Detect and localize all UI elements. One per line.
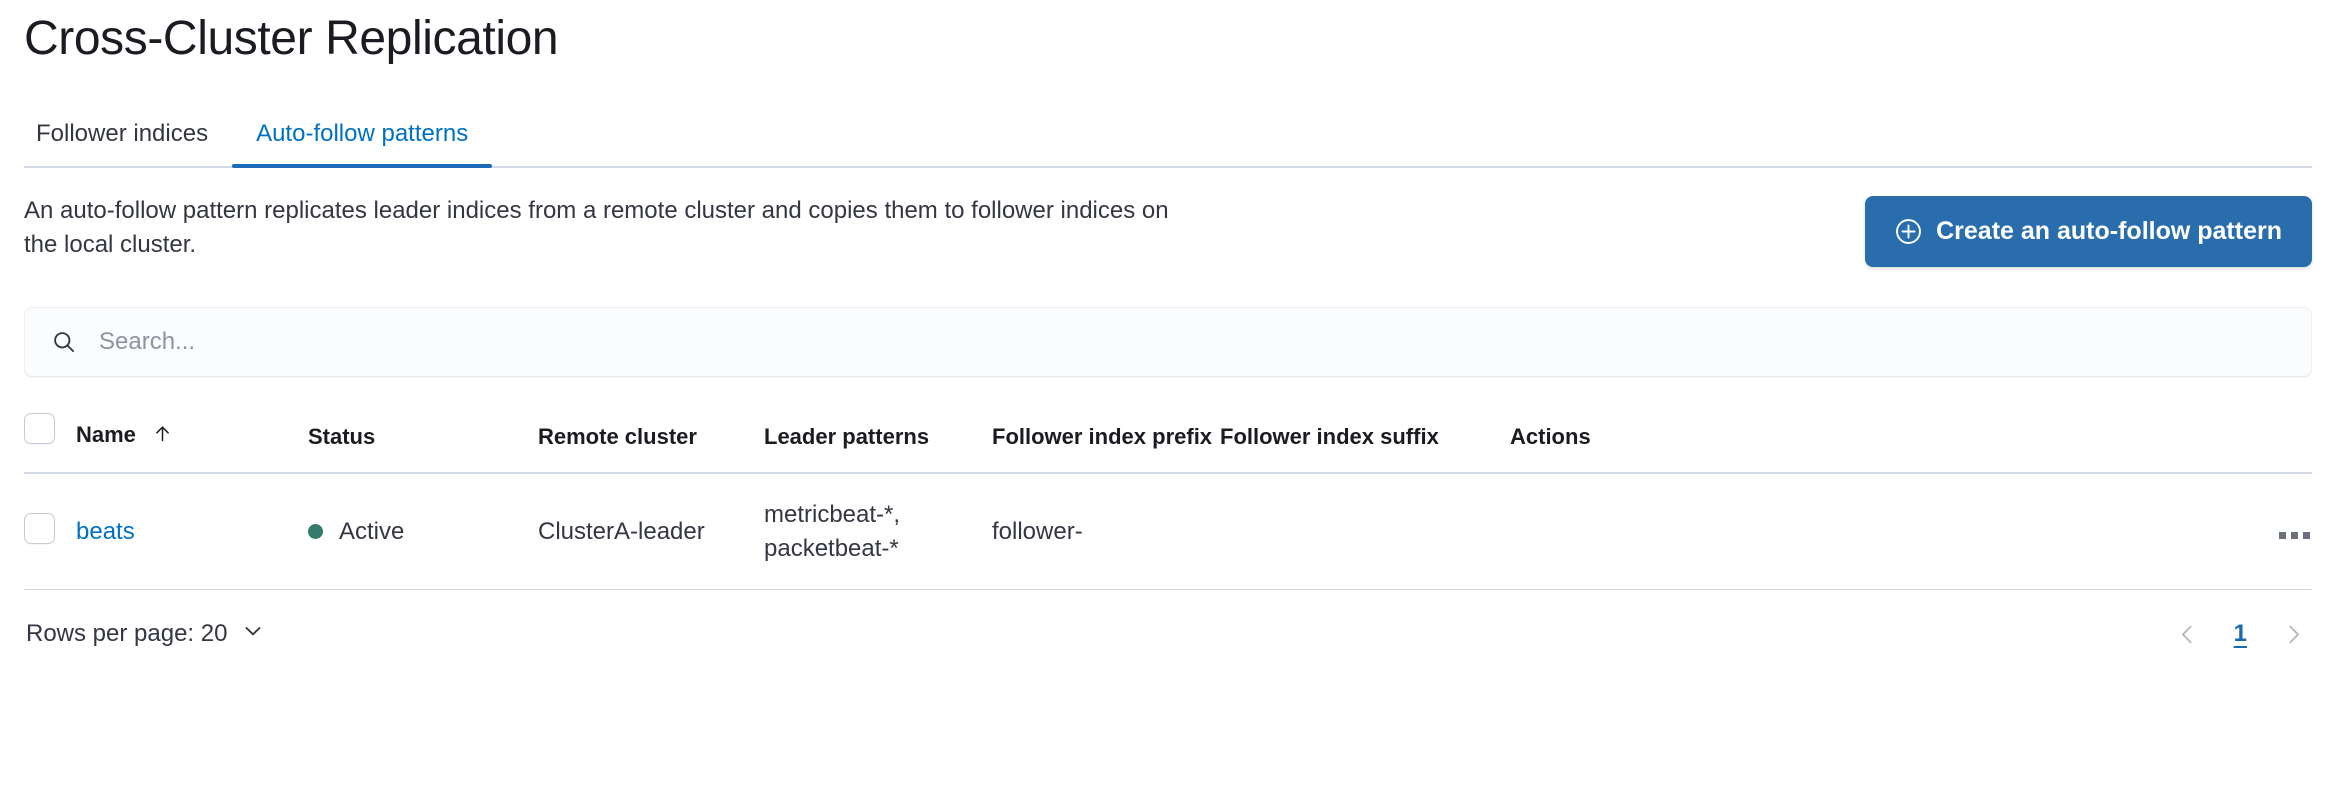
select-all-header	[24, 407, 76, 475]
column-header-status[interactable]: Status	[308, 407, 538, 475]
search-input[interactable]	[99, 328, 2285, 357]
ellipsis-horizontal-icon[interactable]	[2277, 526, 2312, 545]
create-auto-follow-pattern-button[interactable]: Create an auto-follow pattern	[1865, 196, 2312, 268]
pagination-next-button[interactable]	[2277, 618, 2310, 651]
row-select-checkbox[interactable]	[24, 512, 55, 544]
pagination-previous-button[interactable]	[2171, 618, 2204, 651]
select-all-checkbox[interactable]	[24, 413, 55, 445]
intro-description: An auto-follow pattern replicates leader…	[24, 197, 1169, 259]
rows-per-page-select[interactable]: Rows per page: 20	[26, 619, 265, 650]
pagination-page-1[interactable]: 1	[2230, 620, 2251, 648]
column-header-actions: Actions	[1510, 407, 2312, 475]
rows-per-page-label: Rows per page: 20	[26, 620, 228, 648]
column-header-leader-patterns[interactable]: Leader patterns	[764, 407, 992, 475]
auto-follow-pattern-link[interactable]: beats	[76, 517, 135, 545]
cell-status: Active	[308, 473, 538, 590]
table-row: beats Active ClusterA-leader metricbeat-…	[24, 473, 2312, 590]
cell-actions	[1510, 473, 2312, 590]
column-header-follower-index-prefix[interactable]: Follower index prefix	[992, 407, 1220, 475]
plus-in-circle-icon	[1895, 218, 1922, 245]
cell-remote-cluster: ClusterA-leader	[538, 473, 764, 590]
table-header-row: Name Status Remote cluster Leader patter…	[24, 407, 2312, 475]
chevron-right-icon	[2281, 622, 2306, 647]
create-button-label: Create an auto-follow pattern	[1936, 217, 2282, 246]
arrow-up-icon	[152, 423, 173, 450]
status-dot-icon	[308, 524, 323, 539]
pagination: 1	[2171, 618, 2310, 651]
intro-section: An auto-follow pattern replicates leader…	[24, 194, 2312, 268]
cell-follower-index-suffix	[1220, 473, 1510, 590]
tab-auto-follow-patterns[interactable]: Auto-follow patterns	[232, 122, 493, 169]
tab-follower-indices[interactable]: Follower indices	[24, 122, 232, 166]
column-header-name[interactable]: Name	[76, 407, 308, 475]
column-header-follower-index-suffix[interactable]: Follower index suffix	[1220, 407, 1510, 475]
column-header-remote-cluster[interactable]: Remote cluster	[538, 407, 764, 475]
cell-follower-index-prefix: follower-	[992, 473, 1220, 590]
auto-follow-patterns-table: Name Status Remote cluster Leader patter…	[24, 407, 2312, 590]
tab-bar: Follower indices Auto-follow patterns	[24, 108, 2312, 169]
cell-leader-patterns: metricbeat-*, packetbeat-*	[764, 473, 992, 590]
search-bar[interactable]	[24, 307, 2312, 378]
page-title: Cross-Cluster Replication	[24, 12, 559, 65]
leader-pattern-line-2: packetbeat-*	[764, 534, 899, 562]
leader-pattern-line-1: metricbeat-*,	[764, 501, 901, 529]
chevron-down-icon	[241, 619, 265, 650]
row-select-cell	[24, 473, 76, 590]
status-badge: Active	[339, 517, 405, 545]
chevron-left-icon	[2175, 622, 2200, 647]
cell-name: beats	[76, 473, 308, 590]
search-icon	[51, 329, 77, 355]
table-footer: Rows per page: 20 1	[24, 618, 2312, 651]
